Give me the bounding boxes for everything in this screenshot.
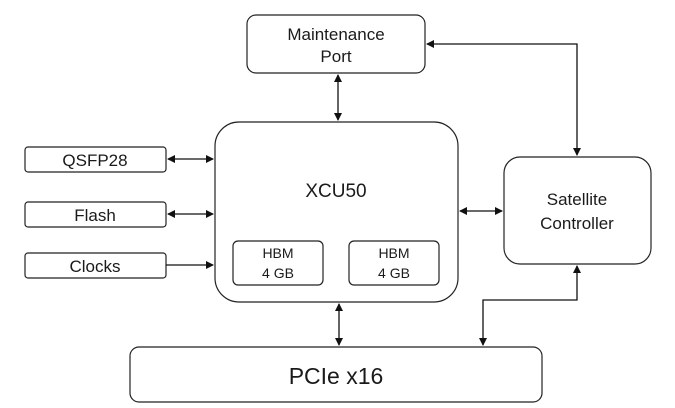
connectors <box>166 40 581 346</box>
connector-maintenance-satellite <box>426 40 581 156</box>
satellite-controller-label-line1: Satellite <box>547 190 607 209</box>
hbm-left-label-line2: 4 GB <box>262 265 294 281</box>
xcu50-label: XCU50 <box>305 181 366 202</box>
qsfp28-label: QSFP28 <box>62 151 127 170</box>
satellite-controller-label-line2: Controller <box>540 214 614 233</box>
flash-block: Flash <box>24 201 167 228</box>
pcie-label: PCIe x16 <box>289 363 384 389</box>
clocks-block: Clocks <box>24 252 167 279</box>
hbm-right-block: HBM 4 GB <box>348 240 440 286</box>
maintenance-port-label-line2: Port <box>320 47 351 66</box>
hbm-left-label-line1: HBM <box>262 245 293 261</box>
connector-satellite-pcie <box>479 265 581 346</box>
clocks-label: Clocks <box>69 257 120 276</box>
hbm-right-label-line2: 4 GB <box>378 265 410 281</box>
qsfp28-block: QSFP28 <box>24 146 167 173</box>
hbm-right-label-line1: HBM <box>378 245 409 261</box>
flash-label: Flash <box>74 206 116 225</box>
satellite-controller-block: Satellite Controller <box>503 156 652 265</box>
pcie-block: PCIe x16 <box>129 346 543 403</box>
maintenance-port-block: Maintenance Port <box>246 14 426 74</box>
maintenance-port-label-line1: Maintenance <box>287 25 384 44</box>
hbm-left-block: HBM 4 GB <box>232 240 324 286</box>
